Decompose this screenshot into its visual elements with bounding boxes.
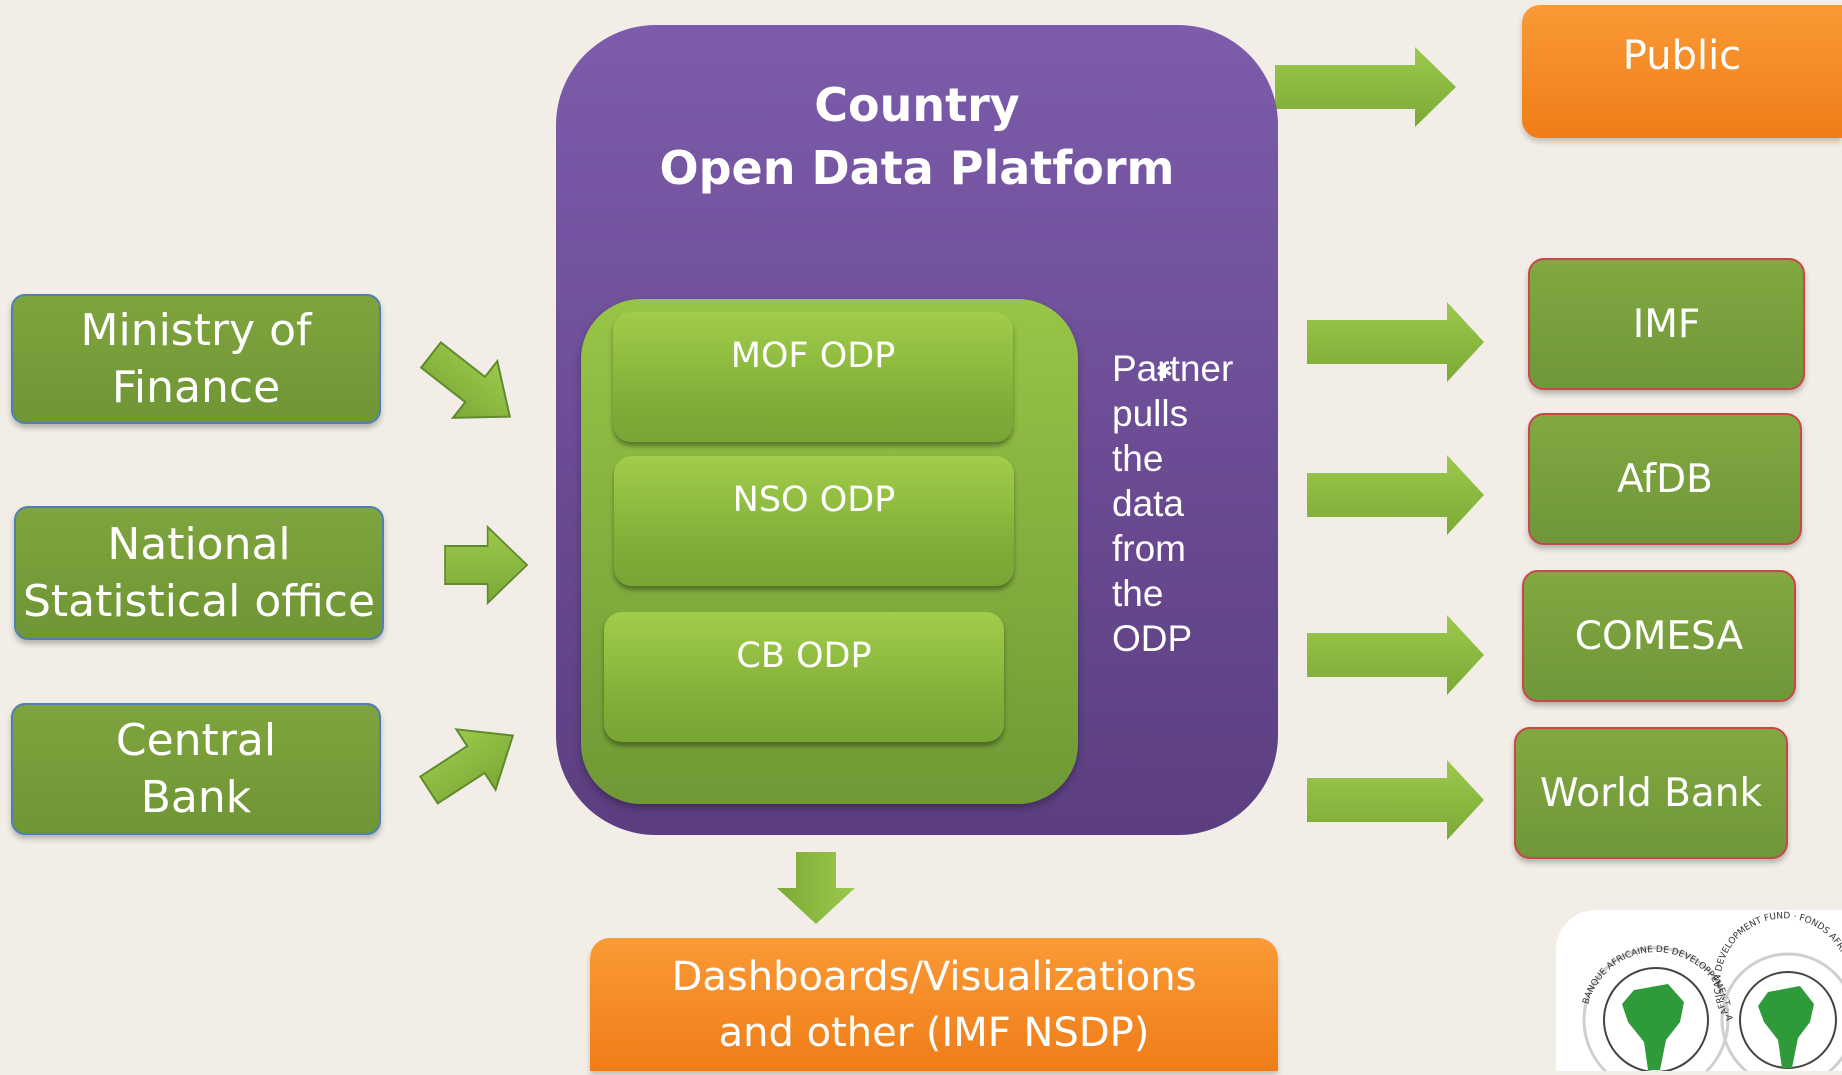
partner-box-imf: IMF bbox=[1528, 258, 1805, 390]
arrow-icon bbox=[419, 340, 512, 419]
partner-box-world-bank: World Bank bbox=[1514, 727, 1788, 859]
source-ministry-of-finance: Ministry of Finance bbox=[11, 294, 381, 424]
arrow-icon bbox=[444, 524, 529, 606]
arrow-icon bbox=[1275, 47, 1456, 127]
cursor-icon: ✱ bbox=[1156, 359, 1173, 383]
platform-title: Country Open Data Platform bbox=[659, 78, 1175, 195]
odp-box-mof: MOF ODP bbox=[613, 312, 1013, 442]
partner-box-afdb: AfDB bbox=[1528, 413, 1802, 545]
partner-box-comesa: COMESA bbox=[1522, 570, 1796, 702]
partner-pull-note: Partner pulls the data from the ODP bbox=[1112, 348, 1234, 659]
arrow-icon bbox=[1307, 455, 1484, 535]
source-national-statistical-office: National Statistical office bbox=[14, 506, 384, 640]
public-box: Public bbox=[1522, 5, 1842, 138]
logo-seals: BANQUE AFRICAINE DE DEVELOPPEMENT · AFRI… bbox=[1552, 903, 1842, 1075]
arrow-icon bbox=[1307, 760, 1484, 840]
odp-box-nso: NSO ODP bbox=[614, 456, 1014, 586]
arrow-icon bbox=[777, 852, 855, 924]
afdb-logo-card: BANQUE AFRICAINE DE DEVELOPPEMENT · AFRI… bbox=[1552, 903, 1842, 1075]
arrow-icon bbox=[418, 728, 515, 805]
arrow-icon bbox=[1307, 302, 1484, 382]
odp-box-cb: CB ODP bbox=[604, 612, 1004, 742]
dashboards-box: Dashboards/Visualizations and other (IMF… bbox=[590, 938, 1278, 1071]
arrow-icon bbox=[1307, 615, 1484, 695]
country-open-data-platform: Country Open Data Platform MOF ODP NSO O… bbox=[556, 25, 1278, 835]
afdb-logo-icon: BANQUE AFRICAINE DE DEVELOPPEMENT · AFRI… bbox=[1552, 903, 1733, 1075]
source-central-bank: Central Bank bbox=[11, 703, 381, 835]
